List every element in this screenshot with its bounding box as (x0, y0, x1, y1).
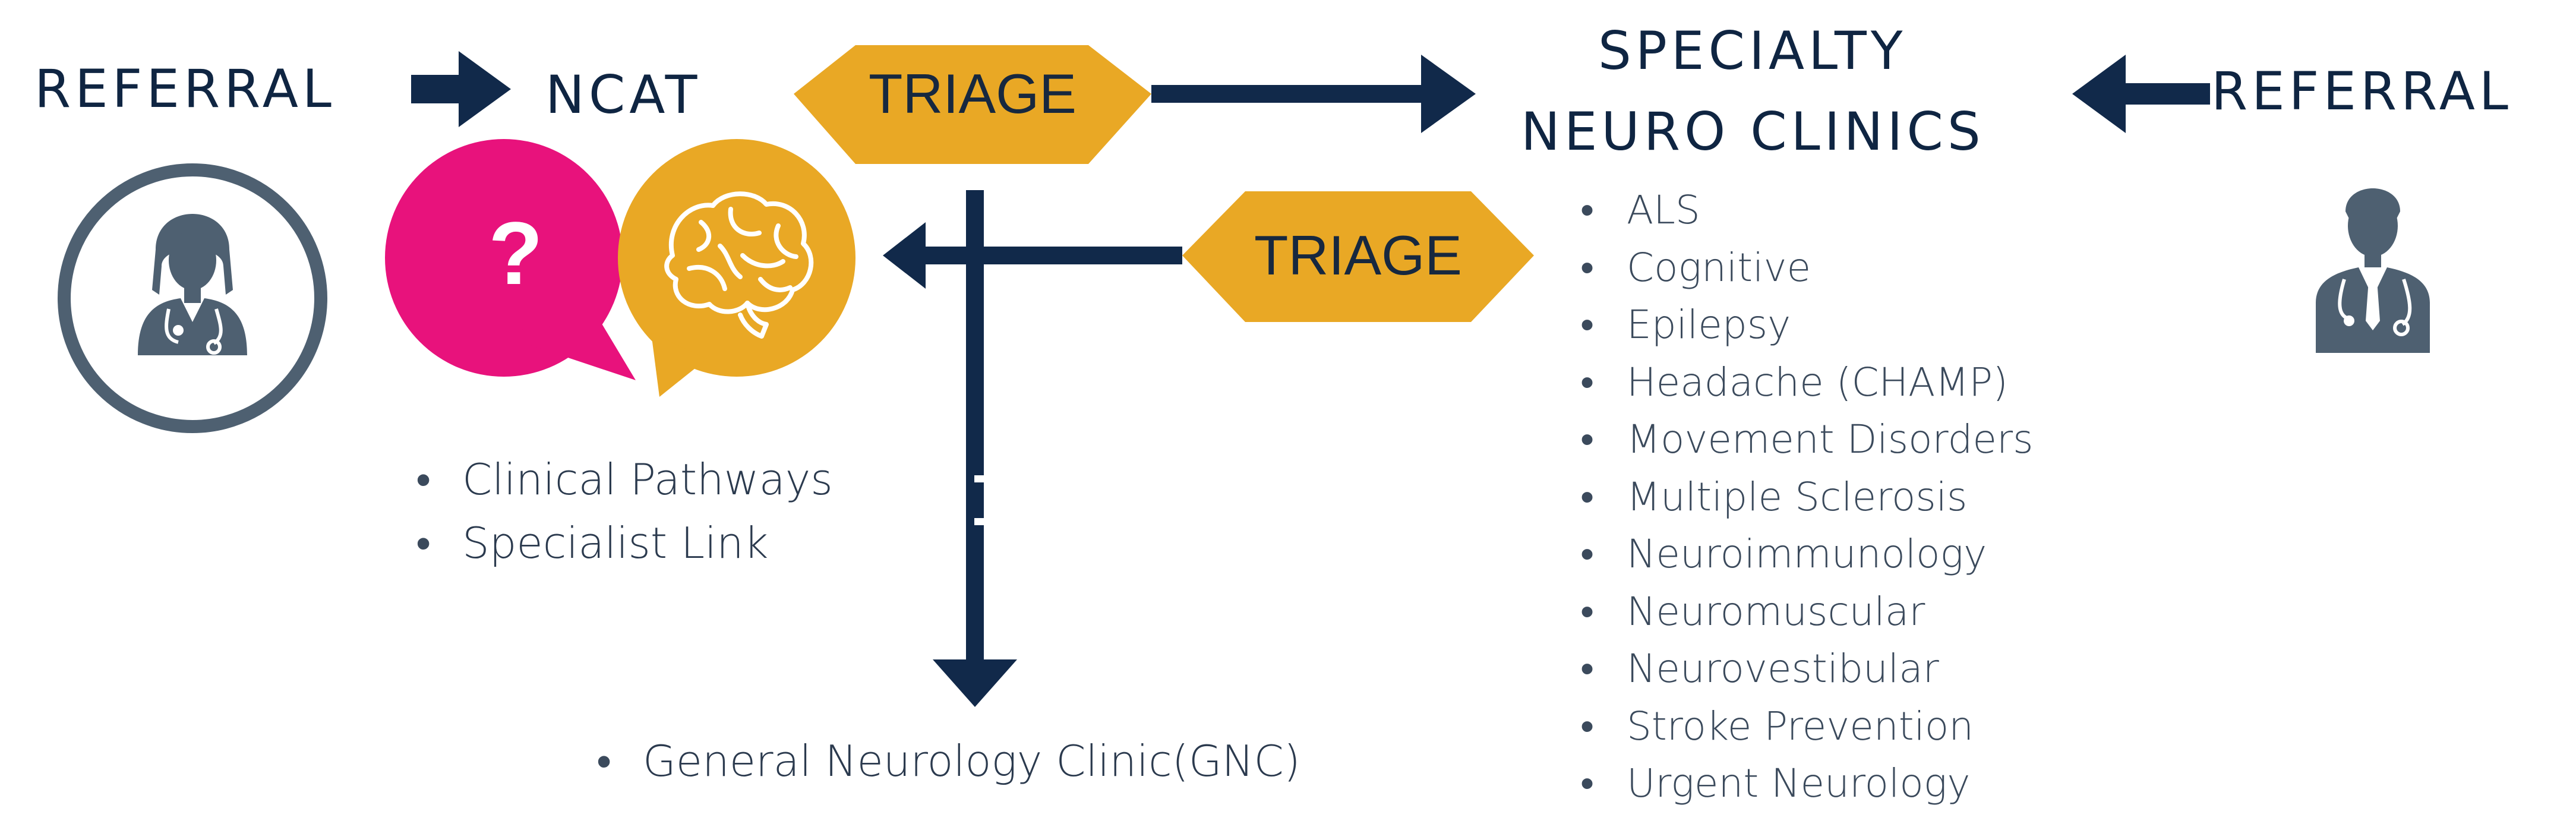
brain-bubble (618, 135, 873, 397)
arrow-down-to-gnc (933, 190, 1017, 707)
arrow-triage-to-specialty (1151, 55, 1476, 133)
triage-middle-label: TRIAGE (1254, 224, 1462, 286)
male-doctor-icon (2316, 188, 2430, 353)
referral-right-label: REFERRAL (2211, 61, 2512, 122)
ncat-features-list: Clinical Pathways Specialist Link (416, 448, 833, 575)
question-bubble (385, 139, 636, 380)
specialty-title-line1: SPECIALTY (1598, 20, 1907, 81)
specialty-clinics-list: ALS Cognitive Epilepsy Headache (CHAMP) … (1580, 182, 2034, 813)
list-item: Specialist Link (416, 512, 833, 575)
triage-middle-shape (1182, 191, 1534, 322)
triage-top-label: TRIAGE (869, 62, 1077, 125)
gnc-list: General Neurology Clinic(GNC) (596, 728, 1300, 794)
clinic-item-movement-disorders: Movement Disorders (1580, 411, 2034, 469)
brain-icon (664, 191, 814, 339)
clinic-item-headache: Headache (CHAMP) (1580, 354, 2034, 412)
arrow-referral-to-ncat (411, 51, 511, 127)
list-item: Clinical Pathways (416, 448, 833, 512)
clinic-item-multiple-sclerosis: Multiple Sclerosis (1580, 469, 2034, 526)
question-icon: ? (488, 203, 543, 303)
clinic-item-neuromuscular: Neuromuscular (1580, 583, 2034, 641)
clinic-item-als: ALS (1580, 182, 2034, 239)
clinic-item-cognitive: Cognitive (1580, 239, 2034, 297)
svg-text:?: ? (488, 203, 543, 303)
clinic-item-neuroimmunology: Neuroimmunology (1580, 526, 2034, 583)
arrow-triage-to-ncat (883, 222, 1182, 289)
clinic-item-urgent-neurology: Urgent Neurology (1580, 755, 2034, 813)
triage-top-shape (794, 45, 1151, 164)
clinic-item-epilepsy: Epilepsy (1580, 296, 2034, 354)
female-doctor-icon (138, 214, 247, 355)
specialty-title-line2: NEURO CLINICS (1521, 101, 1985, 162)
arrow-right-referral-to-specialty (2072, 55, 2210, 133)
list-item: General Neurology Clinic(GNC) (596, 728, 1300, 794)
referral-left-label: REFERRAL (34, 58, 336, 119)
clinic-item-stroke-prevention: Stroke Prevention (1580, 698, 2034, 756)
clinic-item-neurovestibular: Neurovestibular (1580, 640, 2034, 698)
ncat-label: NCAT (545, 64, 702, 125)
